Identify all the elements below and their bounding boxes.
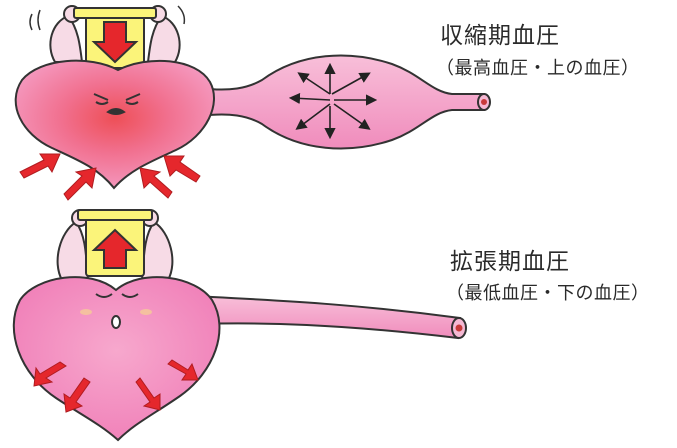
diastolic-subtitle: （最低血圧・下の血圧） <box>446 279 650 305</box>
diastolic-title: 拡張期血圧 <box>450 242 570 276</box>
bottom-artery <box>196 296 460 338</box>
bottom-heart <box>14 277 220 440</box>
diastolic-scene <box>14 210 466 440</box>
systolic-title: 収縮期血圧 <box>440 16 560 50</box>
systolic-scene <box>16 6 490 200</box>
systolic-subtitle: （最高血圧・上の血圧） <box>436 54 640 80</box>
